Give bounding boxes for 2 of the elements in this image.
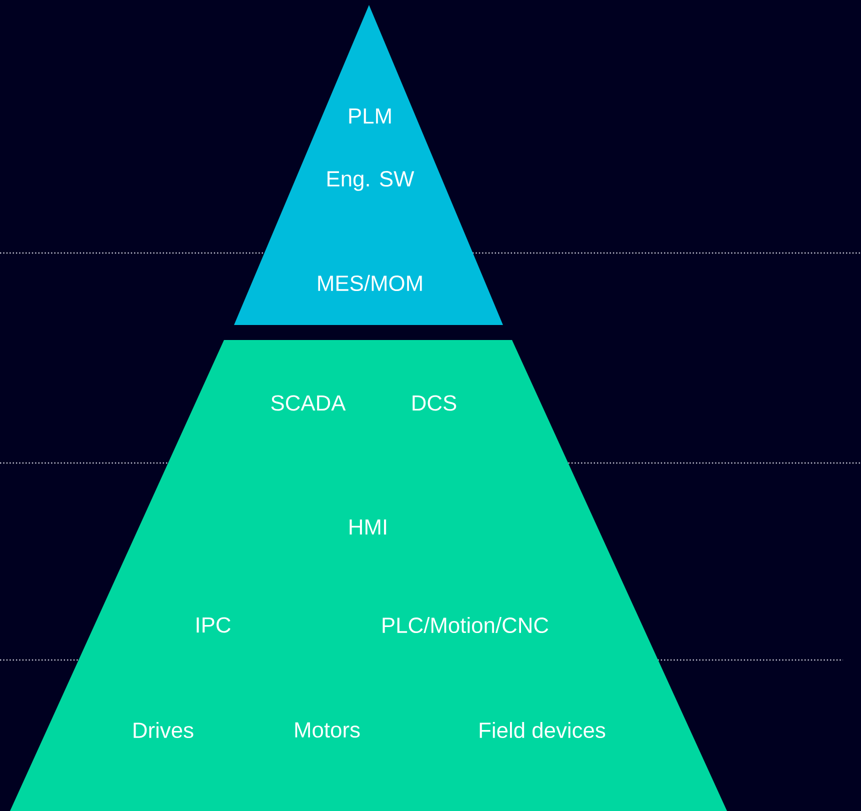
pyramid-top: PLM Eng. SW MES/MOM <box>234 5 503 325</box>
pyramid-base: SCADA DCS HMI IPC PLC/Motion/CNC Drives Motors Field devices <box>10 340 727 811</box>
